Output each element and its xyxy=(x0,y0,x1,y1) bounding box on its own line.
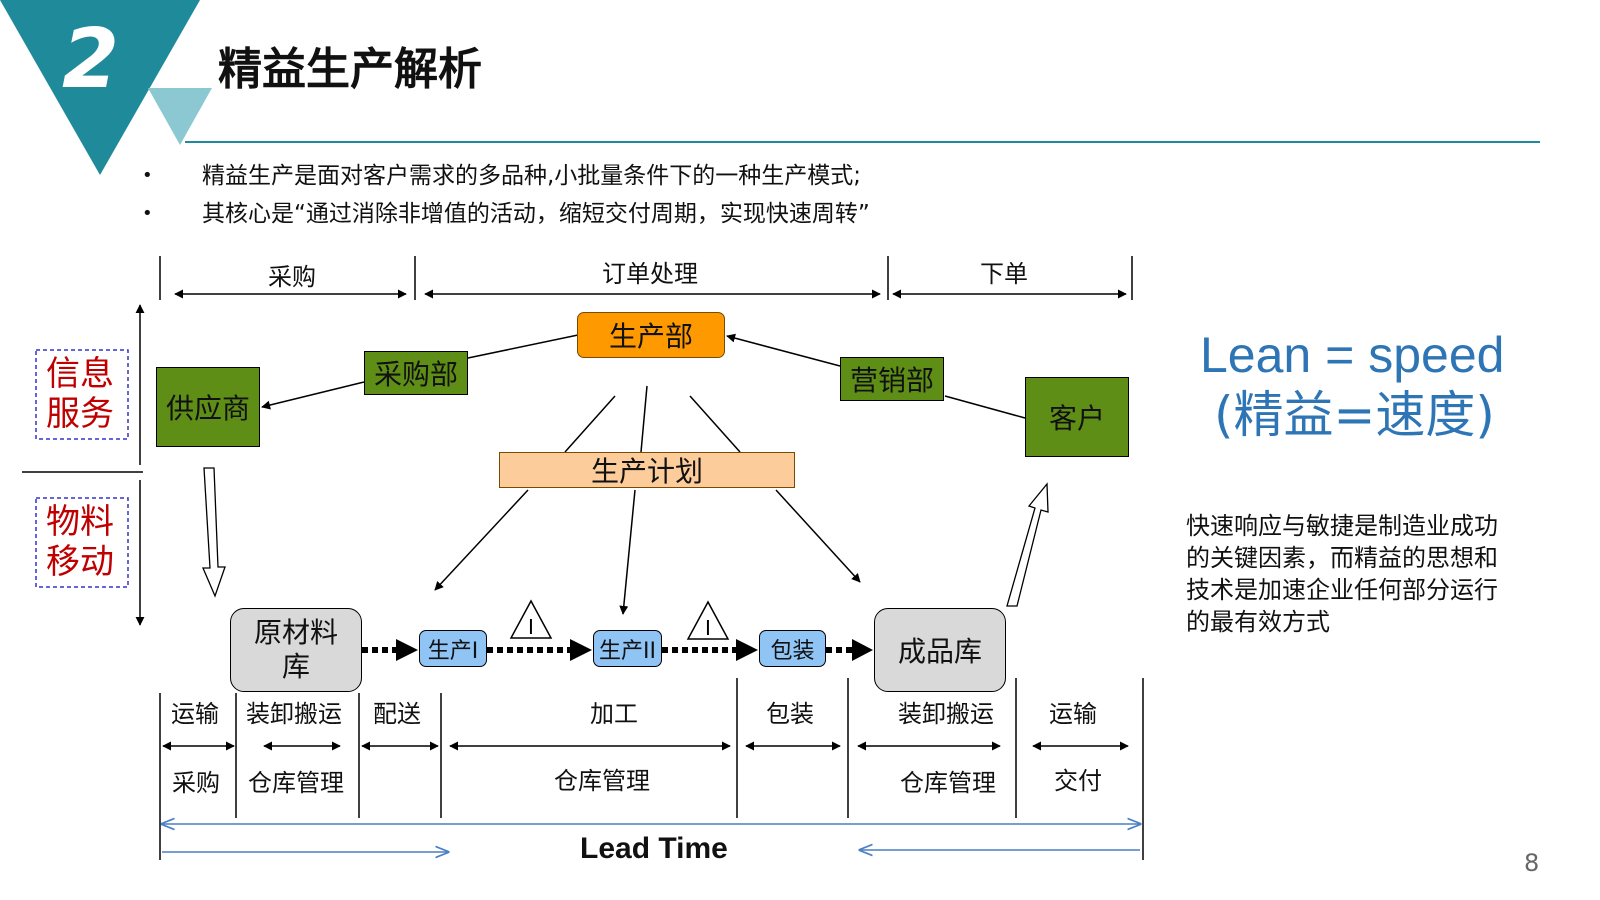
arrow-marketing-production xyxy=(726,333,841,367)
flow-arrowhead xyxy=(852,639,873,661)
connector-dept-plan xyxy=(640,385,648,453)
phase-label-procurement: 采购 xyxy=(268,263,316,291)
bullet-text-1: 精益生产是面对客户需求的多品种,小批量条件下的一种生产模式; xyxy=(202,163,862,189)
bullet-text-2: 其核心是“通过消除非增值的活动，缩短交付周期，实现快速周转” xyxy=(202,201,870,227)
activity-label-warehouse-1: 仓库管理 xyxy=(248,769,344,797)
procurement-dept-box: 采购部 xyxy=(364,351,468,395)
connector-production-procurement xyxy=(467,334,579,359)
raw-material-store-line1: 原材料 xyxy=(253,616,338,649)
connector-dept-plan xyxy=(689,395,741,453)
inventory-triangle xyxy=(509,599,553,639)
lead-time-label: Lead Time xyxy=(580,832,728,865)
lean-speed-headline-line1: Lean = speed xyxy=(1200,327,1505,383)
info-label-line2: 服务 xyxy=(46,394,114,434)
activity-label-handling: 装卸搬运 xyxy=(246,700,342,728)
flow-arrowhead xyxy=(570,639,592,661)
info-service-frame xyxy=(35,349,129,440)
arrow-plan-production2 xyxy=(619,489,636,615)
phase-label-order-processing: 订单处理 xyxy=(602,260,698,288)
bullet-marker: • xyxy=(142,203,153,224)
material-move-frame xyxy=(35,497,129,588)
customer-box: 客户 xyxy=(1025,377,1129,457)
material-label-line1: 物料 xyxy=(46,502,114,542)
activity-label-handling-2: 装卸搬运 xyxy=(898,700,994,728)
activity-label-transport-2: 运输 xyxy=(1049,700,1097,728)
production-dept-box: 生产部 xyxy=(577,312,725,358)
bullet-marker: • xyxy=(142,165,153,186)
page-number: 8 xyxy=(1524,849,1540,877)
side-body-line4: 的最有效方式 xyxy=(1186,608,1330,636)
activity-label-transport: 运输 xyxy=(171,700,219,728)
marketing-dept-box: 营销部 xyxy=(840,357,944,401)
arrow-plan-raw-store xyxy=(434,489,529,591)
connector-customer-marketing xyxy=(944,395,1026,419)
side-body-line1: 快速响应与敏捷是制造业成功 xyxy=(1186,512,1498,540)
finished-goods-store-box: 成品库 xyxy=(874,608,1006,692)
arrow-procurement-supplier xyxy=(261,381,365,410)
activity-label-warehouse-3: 仓库管理 xyxy=(900,769,996,797)
slide-title: 精益生产解析 xyxy=(218,44,482,95)
activity-label-warehouse-2: 仓库管理 xyxy=(554,767,650,795)
activity-label-processing: 加工 xyxy=(590,700,638,728)
packaging-box: 包装 xyxy=(759,630,826,667)
flow-arrowhead xyxy=(396,639,418,661)
inventory-mark: I xyxy=(705,616,711,640)
activity-label-delivery: 交付 xyxy=(1054,767,1102,795)
connector-dept-plan xyxy=(564,395,616,453)
phase-label-ordering: 下单 xyxy=(980,260,1028,288)
section-number-badge: 2 xyxy=(62,12,120,107)
raw-material-store-box: 原材料 库 xyxy=(230,608,362,692)
activity-label-distribution: 配送 xyxy=(373,700,421,728)
activity-label-purchase: 采购 xyxy=(172,769,220,797)
header-triangle-light xyxy=(148,88,212,145)
supplier-to-raw-store-arrow xyxy=(202,467,226,598)
flow-arrowhead xyxy=(736,639,758,661)
inventory-mark: I xyxy=(528,615,534,639)
production-plan-box: 生产计划 xyxy=(499,452,795,488)
side-body-line3: 技术是加速企业任何部分运行 xyxy=(1186,576,1498,604)
info-label-line1: 信息 xyxy=(46,354,114,394)
supplier-box: 供应商 xyxy=(156,367,260,447)
header-triangle-dark xyxy=(0,0,200,175)
side-body-line2: 的关键因素，而精益的思想和 xyxy=(1186,544,1498,572)
material-label-line2: 移动 xyxy=(46,542,114,582)
inventory-triangle xyxy=(686,600,730,640)
activity-label-packaging: 包装 xyxy=(766,700,814,728)
production-1-box: 生产I xyxy=(419,630,487,667)
raw-material-store-line2: 库 xyxy=(281,650,310,683)
finished-store-to-customer-arrow xyxy=(1006,482,1049,607)
lean-speed-headline-line2: (精益=速度) xyxy=(1214,386,1495,444)
production-2-box: 生产II xyxy=(593,630,662,667)
arrow-plan-finished-store xyxy=(775,489,861,583)
